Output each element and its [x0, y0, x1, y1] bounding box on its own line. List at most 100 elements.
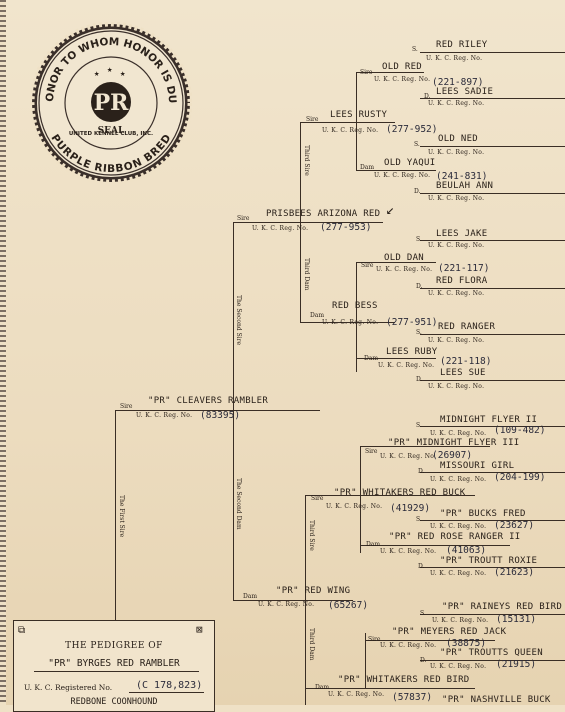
sssds-name: OLD NED [438, 134, 479, 144]
sddsd-reg: (21915) [496, 659, 537, 670]
sssss-label: S. [412, 46, 418, 53]
line-sire-dam [233, 600, 353, 601]
ssds-label: Sire [361, 262, 374, 269]
line-sdds [365, 640, 495, 641]
pedigree-certificate-box: ⧉ ⊠ THE PEDIGREE OF "PR" BYRGES RED RAMB… [13, 620, 215, 712]
ssdsd-ukc-label: U. K. C. Reg. No. [428, 290, 485, 297]
ssdd-name: LEES RUBY [386, 347, 438, 357]
ssss-name: OLD RED [382, 62, 423, 72]
label-third-sire-2: Third Sire [308, 520, 315, 551]
sssdd-name: BEULAH ANN [436, 181, 494, 191]
sssss-ukc-label: U. K. C. Reg. No. [426, 55, 483, 62]
ssss-label: Sire [360, 69, 373, 76]
sssdd-ukc-label: U. K. C. Reg. No. [428, 195, 485, 202]
bracket-sdss [360, 446, 361, 495]
third-dam-bracket-2 [305, 600, 306, 705]
line-ssssd [420, 98, 565, 99]
sdds-label: Sire [368, 636, 381, 643]
sdsss-name: MIDNIGHT FLYER II [440, 415, 538, 425]
line-sdsds [420, 520, 565, 521]
sdsdd-reg: (21623) [494, 567, 535, 578]
ssddd-name: LEES SUE [440, 368, 486, 378]
bracket-sdsd [360, 495, 361, 553]
ssdd-reg: (221-118) [440, 356, 492, 367]
sdsds-name: "PR" BUCKS FRED [440, 509, 526, 519]
line-ssss [356, 72, 424, 73]
sddd-name: "PR" NASHVILLE BUCK [442, 695, 551, 705]
sdssd-label: D. [418, 468, 425, 475]
purple-ribbon-seal: HONOR TO WHOM HONOR IS DUE PURPLE RIBBON… [30, 22, 192, 184]
sire-dam-ukc-label: U. K. C. Reg. No. [258, 601, 315, 608]
line-ssddd [420, 380, 565, 381]
bracket-ssds [356, 262, 357, 322]
sddss-reg: (15131) [496, 614, 537, 625]
ssddd-label: D. [416, 376, 423, 383]
sdsdd-label: D. [418, 563, 425, 570]
sssss-name: RED RILEY [436, 40, 488, 50]
sddss-name: "PR" RAINEYS RED BIRD [442, 602, 563, 612]
sss-ukc-label: U. K. C. Reg. No. [322, 127, 379, 134]
sire-sire-reg: (277-953) [320, 222, 372, 233]
dog-name-underline [34, 671, 199, 672]
line-sdsss [420, 426, 565, 427]
first-sire-bracket [115, 410, 116, 710]
ssds-ukc-label: U. K. C. Reg. No. [376, 266, 433, 273]
reg-underline [129, 692, 204, 693]
ssdsd-name: RED FLORA [436, 276, 488, 286]
sds-label: Sire [311, 495, 324, 502]
ssdds-ukc-label: U. K. C. Reg. No. [428, 337, 485, 344]
bracket-ssdd [356, 322, 357, 372]
sire-ukc-label: U. K. C. Reg. No. [136, 412, 193, 419]
ssss-ukc-label: U. K. C. Reg. No. [374, 76, 431, 83]
sdsdd-ukc-label: U. K. C. Reg. No. [430, 570, 487, 577]
third-sire-bracket [300, 122, 301, 222]
line-sire [115, 410, 320, 411]
certificate-dog-name: "PR" BYRGES RED RAMBLER [48, 658, 180, 669]
bracket-sssd [356, 122, 357, 170]
sddsd-ukc-label: U. K. C. Reg. No. [430, 663, 487, 670]
label-third-dam: Third Dam [303, 258, 310, 291]
sire-dam-name: "PR" RED WING [276, 586, 351, 596]
sdss-reg: (26907) [432, 450, 473, 461]
sdsss-reg: (109-482) [494, 425, 546, 436]
certificate-reg-value: (C 178,823) [136, 680, 203, 691]
line-sddsd [420, 660, 565, 661]
sdss-label: Sire [365, 448, 378, 455]
sss-reg: (277-952) [386, 124, 438, 135]
star-icon: ★ [107, 65, 113, 75]
sdsds-reg: (23627) [494, 520, 535, 531]
sire-reg: (83395) [200, 410, 241, 421]
seal-stars: ★ ★ ★ [94, 65, 126, 79]
ssss-reg: (221-897) [432, 77, 484, 88]
ssdd-label: Dam [364, 355, 379, 362]
sddss-label: S. [420, 610, 426, 617]
sss-label: Sire [306, 116, 319, 123]
third-dam-bracket [300, 222, 301, 322]
star-icon: ★ [94, 69, 100, 79]
sssd-reg: (241-831) [436, 171, 488, 182]
certificate-reg-label: U. K. C. Registered No. [24, 683, 113, 692]
sds-name: "PR" WHITAKERS RED BUCK [334, 488, 466, 498]
sss-name: LEES RUSTY [330, 110, 388, 120]
bracket-sdds [365, 633, 366, 688]
sdss-ukc-label: U. K. C. Reg. No. [380, 453, 437, 460]
sire-sire-label: Sire [237, 215, 250, 222]
sds-ukc-label: U. K. C. Reg. No. [326, 503, 383, 510]
sdds-reg: (38875) [446, 638, 487, 649]
line-sssdd [420, 193, 565, 194]
line-sire-sire [233, 222, 383, 223]
corner-stamp-icon: ⊠ [196, 623, 203, 636]
sssd-name: OLD YAQUI [384, 158, 436, 168]
sssd-ukc-label: U. K. C. Reg. No. [374, 172, 431, 179]
sdd-reg: (57837) [392, 692, 433, 703]
sddsd-name: "PR" TROUTTS QUEEN [440, 648, 543, 658]
line-ssds [356, 262, 436, 263]
seal-word: SEAL [98, 126, 125, 136]
line-sss [300, 122, 395, 123]
sdd-ukc-label: U. K. C. Reg. No. [328, 691, 385, 698]
sdsss-ukc-label: U. K. C. Reg. No. [430, 430, 487, 437]
arrow-icon: ↙ [386, 202, 395, 218]
line-ssd [300, 322, 395, 323]
sdsdd-name: "PR" TROUTT ROXIE [440, 556, 538, 566]
